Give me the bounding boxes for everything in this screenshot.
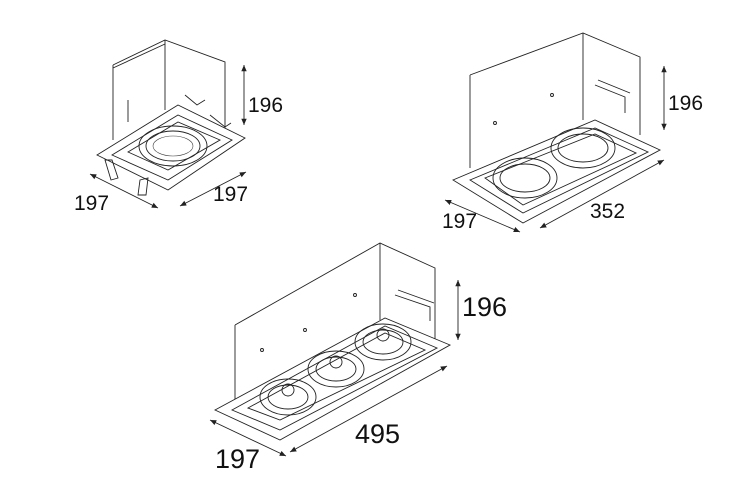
triple-height-label: 196 xyxy=(462,292,507,322)
single-height-label: 196 xyxy=(248,94,283,117)
double-depth-label: 197 xyxy=(442,210,477,233)
double-width-label: 352 xyxy=(590,200,625,223)
single-dimensions: 196 197 197 xyxy=(74,65,283,215)
triple-width-label: 495 xyxy=(355,419,400,449)
triple-fixture xyxy=(213,242,452,441)
triple-dimensions: 196 197 495 xyxy=(209,280,507,474)
triple-depth-label: 197 xyxy=(215,444,260,474)
double-dimensions: 196 197 352 xyxy=(442,66,703,233)
double-height-label: 196 xyxy=(668,92,703,115)
single-depth-label: 197 xyxy=(74,192,109,215)
single-fixture xyxy=(96,39,246,196)
single-width-label: 197 xyxy=(213,183,248,206)
double-fixture xyxy=(452,32,662,224)
